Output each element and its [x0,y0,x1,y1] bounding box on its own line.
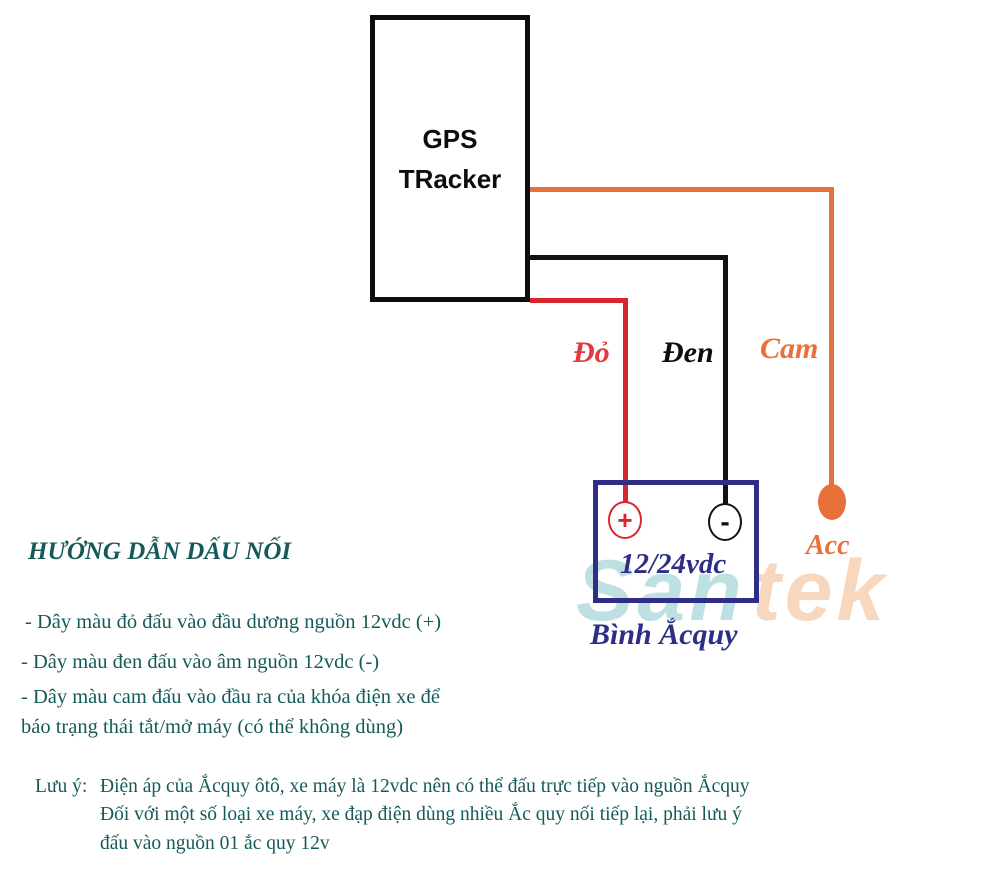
gps-tracker-box: GPS TRacker [370,15,530,302]
plus-icon: + [617,504,633,535]
battery-plus-terminal: + [608,501,642,539]
acc-label: Acc [806,530,850,561]
note-line-2: Đối với một số loại xe máy, xe đạp điện … [100,804,742,825]
black-wire-horizontal [530,255,728,260]
guide-item-red: - Dây màu đỏ đấu vào đầu dương nguồn 12v… [25,611,442,633]
black-wire-label: Đen [662,336,714,369]
guide-item-black: - Dây màu đen đấu vào âm nguồn 12vdc (-) [21,651,380,673]
gps-tracker-label-line1: GPS [422,124,478,154]
battery-box [593,480,759,603]
battery-voltage: 12/24vdc [620,548,727,580]
red-wire-label: Đỏ [573,336,610,369]
battery-minus-terminal: - [708,503,742,541]
guide-heading: HƯỚNG DẪN DẤU NỐI [28,538,292,565]
guide-item-orange-cont: báo trạng thái tắt/mở máy (có thể không … [21,716,404,738]
orange-wire-horizontal [530,187,834,192]
red-wire-horizontal [530,298,628,303]
red-wire-vertical [623,298,628,502]
note-line-1: Điện áp của Ắcquy ôtô, xe máy là 12vdc n… [100,776,750,797]
note-prefix: Lưu ý: [35,776,88,797]
minus-icon: - [720,506,730,537]
gps-tracker-label-line2: TRacker [398,164,502,194]
orange-wire-label: Cam [760,332,819,365]
orange-wire-vertical [829,187,834,487]
guide-item-orange: - Dây màu cam đấu vào đầu ra của khóa đi… [21,686,440,708]
battery-label: Bình Ắcquy [590,618,738,651]
watermark-san: San [576,543,746,639]
note-line-3: đấu vào nguồn 01 ắc quy 12v [100,833,330,854]
black-wire-vertical [723,255,728,505]
watermark-tek: tek [752,543,889,639]
acc-terminal-dot [818,484,846,520]
